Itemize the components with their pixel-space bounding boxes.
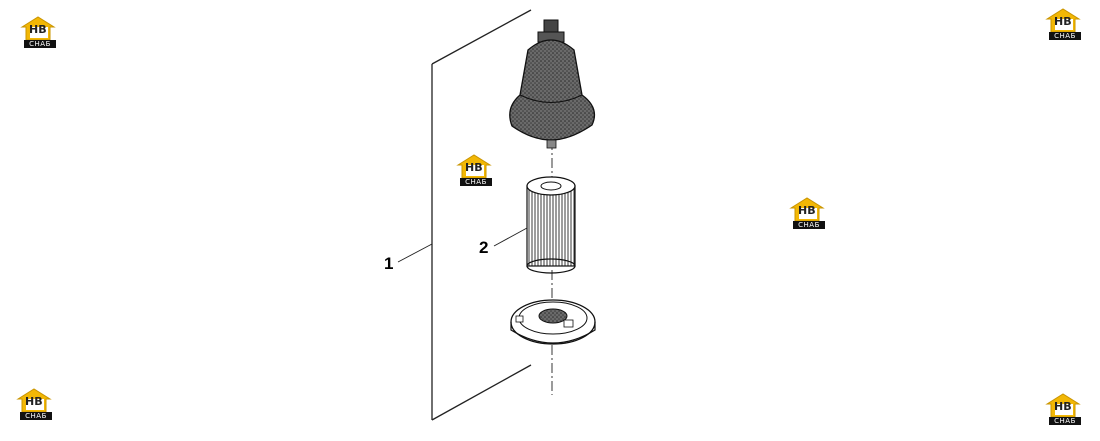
filter-base (510, 299, 596, 345)
callout-2-leader (493, 227, 528, 247)
house-logo-icon: HB СНАБ (1045, 7, 1081, 41)
logo-text: СНАБ (793, 221, 825, 229)
logo-letters: HB (25, 395, 43, 408)
logo-text: СНАБ (1049, 417, 1081, 425)
filter-element (526, 176, 576, 274)
house-logo-icon: HB СНАБ (456, 153, 492, 187)
logo-text: СНАБ (24, 40, 56, 48)
filter-housing (509, 19, 596, 149)
callout-1: 1 (384, 254, 394, 273)
logo-letters: HB (465, 161, 483, 174)
house-logo-icon: HB СНАБ (20, 15, 56, 49)
house-logo-icon: HB СНАБ (789, 196, 825, 230)
house-logo-icon: HB СНАБ (1045, 392, 1081, 426)
logo-text: СНАБ (460, 178, 492, 186)
logo-letters: HB (1054, 400, 1072, 413)
house-logo-icon: HB СНАБ (16, 387, 52, 421)
logo-letters: HB (798, 204, 816, 217)
callout-2: 2 (479, 238, 489, 257)
assembly-bracket (431, 9, 532, 421)
logo-letters: HB (29, 23, 47, 36)
logo-text: СНАБ (1049, 32, 1081, 40)
callout-1-leader (397, 243, 433, 263)
logo-letters: HB (1054, 15, 1072, 28)
logo-text: СНАБ (20, 412, 52, 420)
